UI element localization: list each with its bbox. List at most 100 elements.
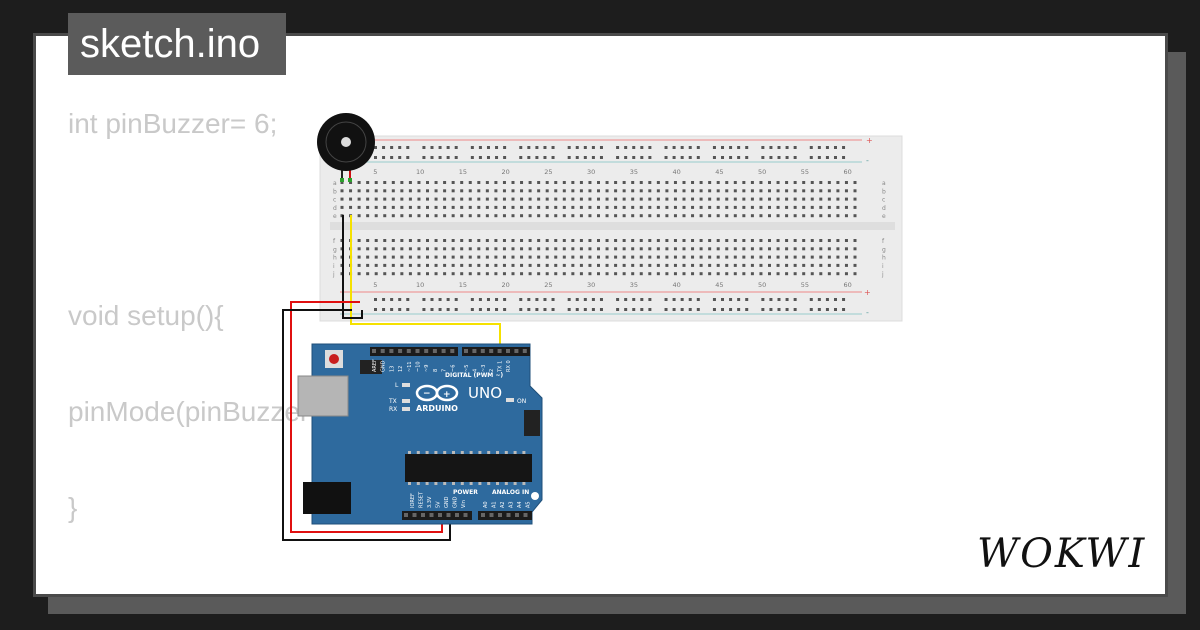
svg-text:+: + [443, 390, 451, 400]
column-number-bottom-45: 45 [715, 281, 723, 289]
power-pin-label-6: Vin [461, 500, 467, 508]
rail-minus-bottom: - [866, 308, 869, 317]
column-number-bottom-40: 40 [672, 281, 680, 289]
row-letter-top-right-c: c [882, 197, 885, 204]
digital-pin-label-gnd: GND [381, 360, 387, 372]
power-header [402, 511, 472, 520]
svg-text:−: − [423, 389, 431, 399]
column-number-bottom-35: 35 [630, 281, 638, 289]
led-on [506, 398, 514, 402]
code-line-1: int pinBuzzer= 6; [68, 108, 278, 139]
column-number-bottom-20: 20 [501, 281, 509, 289]
column-number-top-35: 35 [630, 168, 638, 176]
rail-plus-bottom: + [864, 288, 871, 297]
analog-header [478, 511, 532, 520]
column-number-top-60: 60 [843, 168, 851, 176]
buzzer[interactable] [317, 113, 375, 182]
top-power-rail-holes [374, 146, 846, 159]
digital-pin-label-13: 13 [389, 366, 395, 372]
analog-pin-label-a3: A3 [509, 501, 515, 508]
digital-header-left [370, 347, 458, 356]
column-number-top-45: 45 [715, 168, 723, 176]
column-number-bottom-25: 25 [544, 281, 552, 289]
rail-plus-top: + [866, 136, 873, 145]
usb-port [297, 375, 349, 417]
power-pin-label-5: GND [453, 496, 459, 508]
led-l-label: L [395, 382, 399, 389]
row-letter-bottom-left-i: i [333, 263, 335, 270]
wires [282, 215, 501, 541]
row-letter-bottom-right-i: i [882, 263, 884, 270]
digital-pin-label-2: 2 [489, 369, 495, 372]
row-letter-top-right-b: b [882, 188, 886, 195]
file-tab-title[interactable]: sketch.ino [68, 13, 286, 75]
code-line-3: pinMode(pinBuzzer [68, 396, 310, 427]
rail-minus-top: - [866, 156, 869, 165]
row-letter-bottom-right-h: h [882, 255, 886, 262]
row-letter-bottom-left-j: j [332, 271, 335, 278]
row-letter-bottom-left-h: h [333, 255, 337, 262]
row-letter-top-left-d: d [333, 205, 337, 212]
led-tx-label: TX [388, 398, 397, 405]
column-number-top-5: 5 [373, 168, 377, 176]
column-number-bottom-55: 55 [801, 281, 809, 289]
wokwi-wordmark: WOKWI [977, 531, 1146, 577]
terminal-holes-top [340, 181, 857, 218]
led-rx [402, 407, 410, 411]
column-number-top-55: 55 [801, 168, 809, 176]
bottom-power-rail-holes [374, 298, 846, 311]
icsp-header-right [524, 410, 540, 436]
column-number-top-10: 10 [416, 168, 424, 176]
microcontroller-chip [405, 454, 532, 482]
analog-pin-label-a0: A0 [483, 501, 489, 508]
mounting-hole [531, 492, 539, 500]
power-pin-label-4: GND [444, 496, 450, 508]
digital-pin-label-3: ~3 [481, 365, 487, 372]
led-on-label: ON [517, 398, 526, 405]
row-letter-bottom-left-g: g [333, 246, 337, 253]
column-number-bottom-5: 5 [373, 281, 377, 289]
row-letter-top-left-c: c [333, 197, 336, 204]
led-tx [402, 399, 410, 403]
power-jack [303, 482, 351, 514]
digital-pin-label-6: ~6 [450, 365, 456, 372]
column-number-top-25: 25 [544, 168, 552, 176]
row-letter-top-right-a: a [882, 180, 886, 187]
led-rx-label: RX [389, 406, 397, 413]
column-number-bottom-60: 60 [843, 281, 851, 289]
digital-pin-label-7: 7 [442, 369, 448, 372]
digital-pin-label-11: ~11 [407, 361, 413, 372]
led-l [402, 383, 410, 387]
row-letter-bottom-right-j: j [881, 271, 884, 278]
row-letter-bottom-right-g: g [882, 246, 886, 253]
wire-red [290, 301, 443, 533]
column-number-top-50: 50 [758, 168, 766, 176]
column-number-bottom-10: 10 [416, 281, 424, 289]
wire-black-buzzer [342, 215, 363, 319]
analog-pin-label-a2: A2 [500, 501, 506, 508]
digital-pin-label-5: ~5 [464, 365, 470, 372]
power-pin-label-0: IOREF [410, 493, 416, 508]
wokwi-logo: WOKWI [977, 531, 1146, 577]
digital-pin-label-4: 4 [472, 369, 478, 372]
power-pin-label-1: RESET [419, 491, 425, 508]
row-letter-top-left-a: a [333, 180, 337, 187]
row-letter-bottom-left-f: f [333, 238, 336, 245]
power-label: POWER [453, 489, 478, 496]
digital-pin-label-tx1: TX 1 [498, 361, 504, 373]
icsp-header-top [360, 360, 382, 374]
column-number-top-30: 30 [587, 168, 595, 176]
column-number-bottom-50: 50 [758, 281, 766, 289]
column-number-bottom-15: 15 [459, 281, 467, 289]
row-letter-top-left-b: b [333, 188, 337, 195]
power-pin-label-2: 3.3V [427, 496, 433, 508]
digital-pin-label-10: ~10 [416, 361, 422, 372]
column-number-bottom-30: 30 [587, 281, 595, 289]
